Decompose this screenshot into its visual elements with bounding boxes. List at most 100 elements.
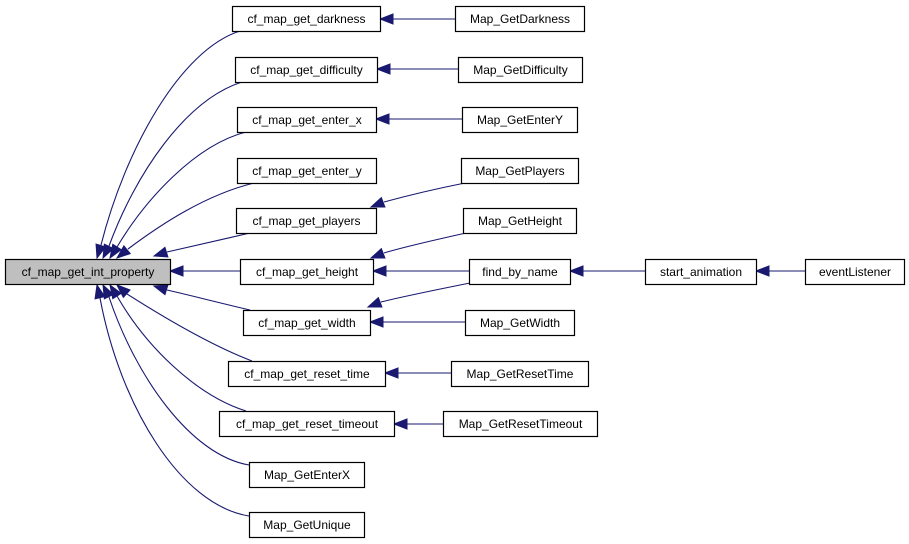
edges-layer (94, 13, 805, 517)
node-darkness[interactable]: cf_map_get_darkness (231, 5, 382, 33)
node-box (468, 258, 572, 286)
edge-M_difficulty-to-difficulty (375, 63, 458, 75)
edge-line (383, 182, 466, 203)
arrowhead-icon (115, 284, 131, 299)
node-box (235, 207, 378, 235)
node-label: cf_map_get_players (252, 214, 360, 228)
node-box (248, 461, 366, 489)
node-label: Map_GetResetTimeout (459, 417, 583, 431)
node-width[interactable]: cf_map_get_width (242, 309, 372, 337)
edge-line (100, 30, 241, 246)
node-label: Map_GetEnterX (264, 468, 350, 482)
node-root[interactable]: cf_map_get_int_property (4, 258, 172, 286)
edge-line (126, 293, 253, 362)
edge-reset_timeout-to-root (109, 283, 247, 412)
edge-line (380, 282, 471, 303)
node-M_width[interactable]: Map_GetWidth (464, 309, 576, 337)
node-box (644, 258, 758, 286)
arrowhead-icon (369, 196, 386, 208)
node-label: Map_GetHeight (478, 214, 563, 228)
node-label: Map_GetResetTime (467, 367, 574, 381)
node-label: find_by_name (482, 265, 558, 279)
arrowhead-icon (152, 284, 169, 296)
node-label: cf_map_get_height (256, 265, 359, 279)
node-label: cf_map_get_reset_time (244, 367, 370, 381)
node-find[interactable]: find_by_name (468, 258, 572, 286)
node-label: cf_map_get_enter_x (252, 113, 361, 127)
edge-M_entery-to-enter_x (374, 113, 462, 125)
node-label: Map_GetEnterY (477, 113, 563, 127)
node-reset_timeout[interactable]: cf_map_get_reset_timeout (218, 410, 396, 438)
node-M_resettimeout[interactable]: Map_GetResetTimeout (442, 410, 599, 438)
edge-start_anim-to-find (568, 265, 645, 277)
edge-height-to-root (168, 265, 240, 277)
edge-enter_x-to-root (109, 131, 247, 260)
node-label: cf_map_get_enter_y (252, 164, 361, 178)
node-M_height[interactable]: Map_GetHeight (462, 207, 578, 235)
edge-line (108, 81, 243, 247)
node-event[interactable]: eventListener (804, 258, 906, 286)
node-start_anim[interactable]: start_animation (644, 258, 758, 286)
node-box (454, 5, 586, 33)
edge-line (116, 131, 247, 248)
node-box (4, 258, 172, 286)
node-M_darkness[interactable]: Map_GetDarkness (454, 5, 586, 33)
edge-line (166, 289, 251, 311)
node-box (236, 157, 378, 185)
edge-difficulty-to-root (102, 81, 243, 260)
node-box (227, 360, 387, 388)
arrowhead-icon (369, 247, 386, 259)
node-label: Map_GetPlayers (475, 164, 564, 178)
arrowhead-icon (368, 316, 384, 328)
edge-line (116, 295, 247, 412)
node-difficulty[interactable]: cf_map_get_difficulty (234, 56, 379, 84)
arrowhead-icon (102, 243, 115, 260)
arrowhead-icon (374, 113, 390, 125)
node-players[interactable]: cf_map_get_players (235, 207, 378, 235)
node-reset_time[interactable]: cf_map_get_reset_time (227, 360, 387, 388)
edge-M_enterx-to-root (102, 283, 250, 466)
node-enter_x[interactable]: cf_map_get_enter_x (236, 106, 378, 134)
arrowhead-icon (378, 13, 394, 25)
node-M_entery[interactable]: Map_GetEnterY (461, 106, 579, 134)
edge-line (99, 297, 250, 517)
edge-find-to-height (371, 265, 469, 277)
edge-width-to-root (152, 284, 251, 311)
edge-M_darkness-to-darkness (378, 13, 455, 25)
arrowhead-icon (94, 283, 106, 300)
node-box (239, 258, 375, 286)
node-box (461, 106, 579, 134)
node-box (450, 360, 590, 388)
edge-M_players-to-players (369, 182, 466, 208)
arrowhead-icon (754, 265, 770, 277)
node-M_unique[interactable]: Map_GetUnique (248, 511, 366, 539)
node-box (234, 56, 379, 84)
node-box (457, 56, 584, 84)
node-label: Map_GetDifficulty (473, 63, 567, 77)
node-label: cf_map_get_difficulty (250, 63, 363, 77)
arrowhead-icon (168, 265, 184, 277)
node-M_enterx[interactable]: Map_GetEnterX (248, 461, 366, 489)
node-M_difficulty[interactable]: Map_GetDifficulty (457, 56, 584, 84)
edge-M_unique-to-root (94, 283, 250, 517)
edge-M_resettimeout-to-reset_timeout (392, 418, 443, 430)
node-M_resettime[interactable]: Map_GetResetTime (450, 360, 590, 388)
node-M_players[interactable]: Map_GetPlayers (460, 157, 580, 185)
arrowhead-icon (383, 367, 399, 379)
node-label: eventListener (819, 265, 891, 279)
node-enter_y[interactable]: cf_map_get_enter_y (236, 157, 378, 185)
node-height[interactable]: cf_map_get_height (239, 258, 375, 286)
arrowhead-icon (109, 283, 123, 300)
node-box (462, 207, 578, 235)
node-box (464, 309, 576, 337)
arrowhead-icon (375, 63, 391, 75)
edge-find-to-width (366, 282, 471, 308)
arrowhead-icon (392, 418, 408, 430)
nodes-layer: cf_map_get_int_property cf_map_get_darkne… (4, 5, 906, 539)
node-label: cf_map_get_int_property (22, 265, 155, 279)
node-box (218, 410, 396, 438)
arrowhead-icon (152, 246, 169, 258)
edge-players-to-root (152, 232, 251, 258)
edge-line (383, 232, 467, 254)
